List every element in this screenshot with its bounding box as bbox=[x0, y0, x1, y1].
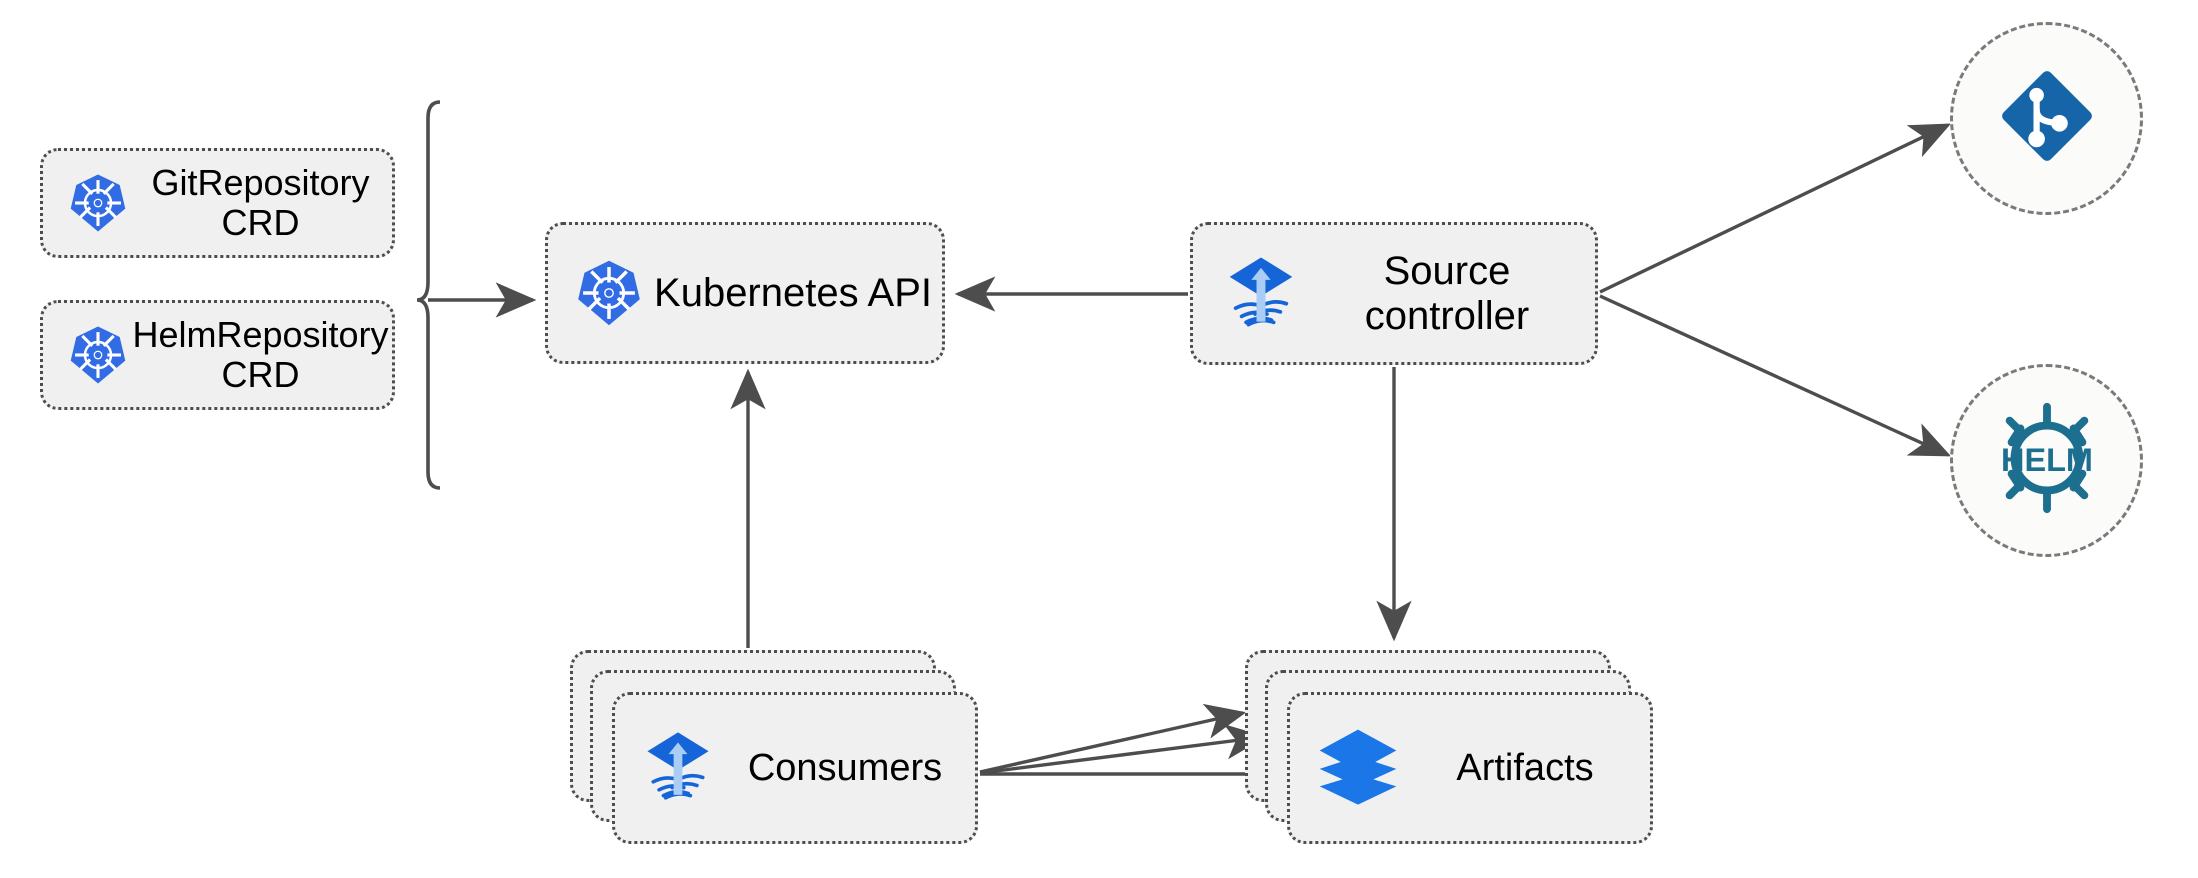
node-source-controller[interactable]: Source controller bbox=[1190, 222, 1598, 365]
edge-source-to-helm bbox=[1599, 294, 1952, 457]
stack-card-front[interactable]: Consumers bbox=[612, 692, 978, 844]
node-gitrepository-crd[interactable]: GitRepository CRD bbox=[40, 148, 395, 258]
edge-consumers-to-artifacts-1 bbox=[979, 703, 1247, 774]
helm-wordmark: HELM bbox=[2001, 442, 2093, 478]
node-helmrepository-crd[interactable]: HelmRepository CRD bbox=[40, 300, 395, 410]
kubernetes-icon bbox=[67, 324, 129, 386]
node-label: Kubernetes API bbox=[654, 270, 932, 315]
edge-source-to-git bbox=[1599, 123, 1952, 294]
external-git[interactable] bbox=[1950, 22, 2143, 215]
node-label: Artifacts bbox=[1456, 746, 1594, 789]
stack-card-front[interactable]: Artifacts bbox=[1287, 692, 1653, 844]
node-label: Consumers bbox=[747, 746, 943, 789]
node-kubernetes-api[interactable]: Kubernetes API bbox=[545, 222, 945, 364]
crd-group-brace bbox=[416, 100, 441, 490]
edge-consumers-to-artifacts-2 bbox=[979, 724, 1267, 775]
flux-icon bbox=[1223, 253, 1299, 335]
node-label: Source controller bbox=[1364, 248, 1530, 338]
git-icon bbox=[1995, 64, 2099, 173]
flux-icon bbox=[641, 728, 715, 808]
helm-icon: HELM bbox=[1988, 399, 2106, 522]
layers-icon bbox=[1316, 728, 1400, 808]
kubernetes-icon bbox=[67, 172, 129, 234]
node-label: GitRepository CRD bbox=[151, 161, 370, 243]
node-label: HelmRepository CRD bbox=[132, 313, 389, 395]
kubernetes-icon bbox=[574, 258, 644, 328]
external-helm[interactable]: HELM bbox=[1950, 364, 2143, 557]
